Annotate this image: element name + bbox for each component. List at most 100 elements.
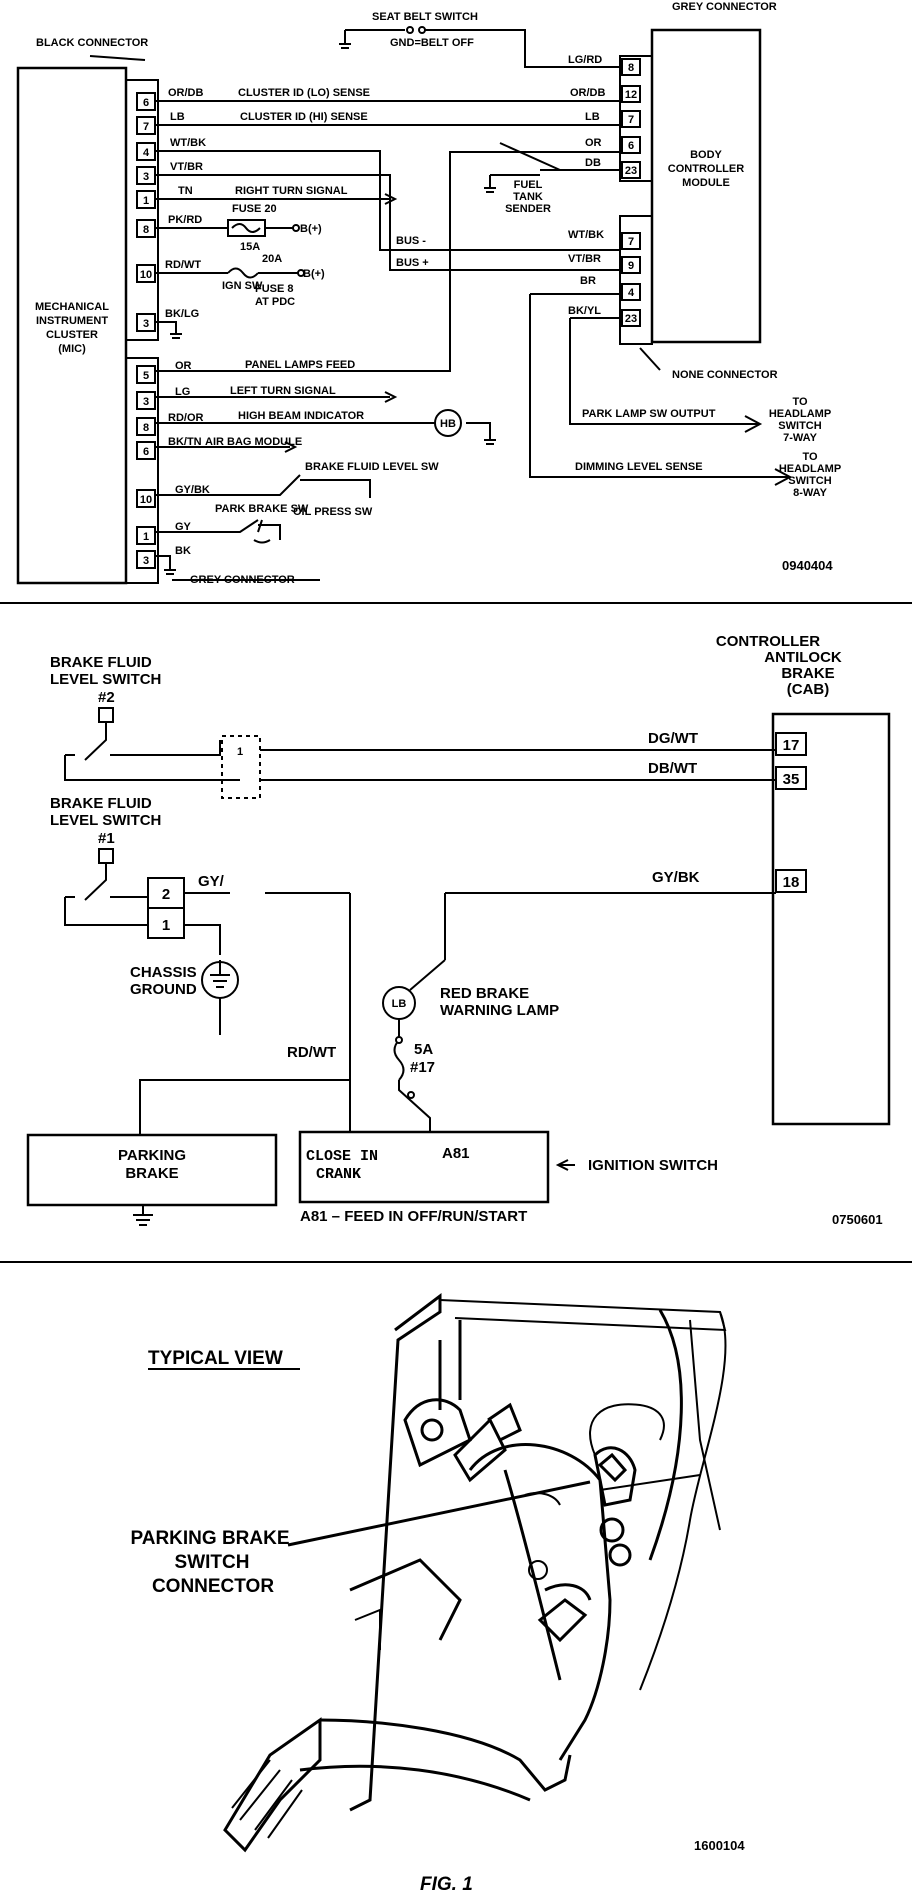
wire-code: OR/DB	[168, 87, 204, 99]
switch-nut	[608, 1543, 632, 1567]
connector-callout: PARKING BRAKE	[130, 1528, 289, 1549]
circuit-label: BRAKE FLUID LEVEL SW	[305, 461, 439, 473]
bcm-wire-code: DB	[585, 157, 601, 169]
connector-edge	[599, 1474, 701, 1491]
mic-pin: 4	[143, 147, 150, 159]
wire-code: WT/BK	[170, 137, 206, 149]
wire	[155, 174, 620, 271]
pivot-hole	[528, 1560, 548, 1580]
connector-harness	[589, 1403, 665, 1456]
wire	[155, 193, 398, 205]
gy-bus-wiring	[349, 892, 776, 1135]
dimming-wire	[529, 293, 790, 478]
fluid-switch-2-label: #2	[98, 689, 115, 706]
fuse-label: 5A	[414, 1041, 433, 1058]
circuit-label: PANEL LAMPS FEED	[245, 359, 355, 371]
mic-label-4: (MIC)	[58, 343, 86, 355]
instrument-cluster-diagram: SEAT BELT SWITCH GND=BELT OFF GREY CONNE…	[16, 1, 841, 586]
typical-view-label: TYPICAL VIEW	[148, 1348, 283, 1369]
bracket-tab	[487, 1402, 522, 1442]
wire	[155, 321, 182, 339]
bcm-pin: 23	[625, 313, 637, 325]
wire-code: RD/OR	[168, 412, 204, 424]
wire	[154, 495, 320, 581]
bcm-wire-code: BK/YL	[568, 305, 601, 317]
seat-belt-contact	[406, 26, 414, 34]
fuel-tank-sender-label: TANK	[513, 191, 543, 203]
switch-1-wires	[184, 892, 350, 955]
circuit-label: IGN SW	[222, 280, 263, 292]
mic-pin: 10	[140, 494, 152, 506]
bcm-pins: 8 12 7 6 23 7 9 4 23	[621, 58, 641, 327]
mic-pin: 5	[143, 370, 149, 382]
bcm-label: MODULE	[682, 177, 730, 189]
bcm-wire-code: LG/RD	[568, 54, 602, 66]
mic-label-1: MECHANICAL	[35, 301, 109, 313]
lower-link-detail	[354, 1608, 381, 1650]
wire-rdwt	[139, 1079, 350, 1135]
connector-callout: CONNECTOR	[152, 1576, 274, 1597]
fuel-tank-sender-label: SENDER	[505, 203, 551, 215]
bcm-pin: 12	[625, 89, 637, 101]
fuse-20-box	[227, 219, 266, 237]
wire-code: OR	[175, 360, 192, 372]
bcm-pin: 7	[628, 114, 634, 126]
bcm-label: BODY	[690, 149, 722, 161]
mic-label-3: CLUSTER	[46, 329, 98, 341]
headlamp-7way-label: TO	[792, 396, 808, 408]
headlamp-8way-label: 8-WAY	[793, 487, 827, 499]
bcm-pin: 4	[628, 287, 635, 299]
bus-minus-label: BUS -	[396, 235, 426, 247]
black-connector-label: BLACK CONNECTOR	[36, 37, 148, 49]
pedal-lever	[319, 1718, 572, 1792]
wire-code: GY	[175, 521, 192, 533]
circuit-label: 15A	[240, 241, 260, 253]
wire-code: LB	[170, 111, 185, 123]
none-connector-label: NONE CONNECTOR	[672, 369, 778, 381]
fuse-8-symbol	[227, 267, 259, 279]
bcm-pin: 6	[628, 140, 634, 152]
mic-box	[16, 66, 128, 585]
cab-label: CONTROLLER	[716, 633, 820, 650]
circuit-label: B(+)	[303, 268, 325, 280]
ground-symbol	[133, 1205, 153, 1226]
cab-pin-box	[775, 732, 807, 756]
circuit-label: AIR BAG MODULE	[205, 436, 302, 448]
fluid-switch-1-label: LEVEL SWITCH	[50, 812, 161, 829]
spring-arc	[544, 1583, 592, 1601]
pedal-lever-lower	[299, 1764, 531, 1802]
cab-pin: 18	[783, 874, 800, 891]
inline-connector	[221, 735, 261, 799]
figure-caption: FIG. 1	[420, 1874, 473, 1894]
mic-label-2: INSTRUMENT	[36, 315, 108, 327]
bcm-label: CONTROLLER	[668, 163, 744, 175]
bcm-wire-code: OR/DB	[570, 87, 606, 99]
wire-dbwt-label: DB/WT	[648, 760, 697, 777]
mic-grey-connector	[125, 357, 159, 584]
cowl-strip	[689, 1319, 721, 1531]
inline-connector-pin: 1	[237, 746, 243, 758]
bcm-pin: 8	[628, 62, 634, 74]
connector-leader-line	[287, 1480, 591, 1547]
bcm-wire-code: LB	[585, 111, 600, 123]
switch-actuator	[98, 707, 114, 723]
oil-press-switch-symbol	[253, 519, 271, 544]
parking-brake-label: PARKING	[118, 1147, 186, 1164]
mic-pin: 10	[140, 269, 152, 281]
cowl-inner	[648, 1309, 683, 1561]
fuse-20-symbol	[231, 223, 261, 233]
pedal-pad-ridges	[231, 1759, 303, 1839]
connector-pin: 1	[162, 917, 170, 934]
wire-code: VT/BR	[170, 161, 203, 173]
wire-code: TN	[178, 185, 193, 197]
fuse-label: #17	[410, 1059, 435, 1076]
ignition-switch-label: IGNITION SWITCH	[588, 1157, 718, 1174]
wire	[155, 391, 398, 403]
mic-pin: 1	[143, 195, 149, 207]
bcm-pin: 7	[628, 236, 634, 248]
terminal	[407, 1091, 415, 1099]
headlamp-7way-label: HEADLAMP	[769, 408, 831, 420]
wire-gybk-label: GY/BK	[652, 869, 700, 886]
terminal	[297, 269, 305, 277]
